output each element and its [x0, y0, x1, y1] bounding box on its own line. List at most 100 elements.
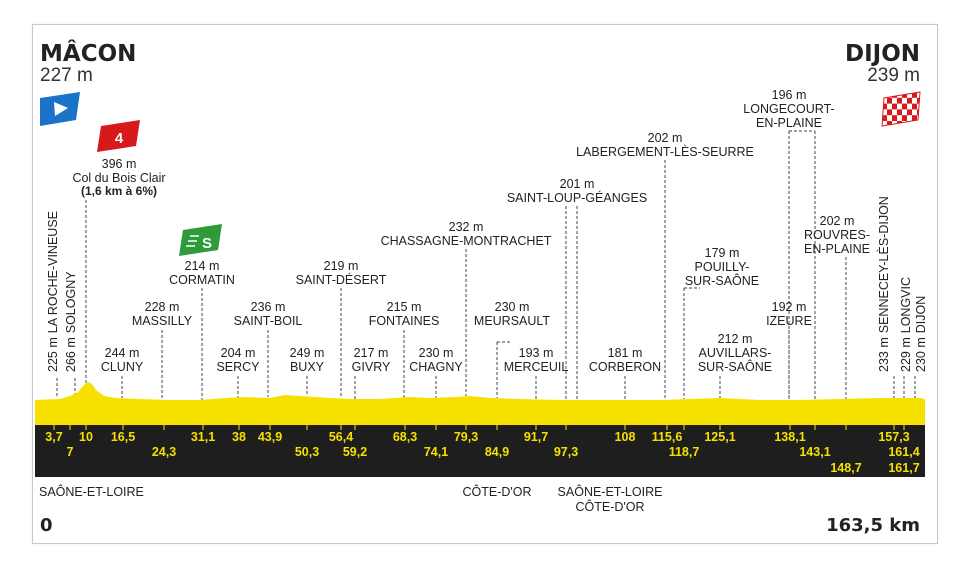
place-merceuil-alt: 193 m	[519, 346, 554, 360]
place-saintdesert-alt: 219 m	[324, 259, 359, 273]
place-sercy-alt: 204 m	[221, 346, 256, 360]
km-label: 59,2	[343, 445, 367, 459]
km-label: 143,1	[799, 445, 830, 459]
km-label: 115,6	[652, 430, 683, 444]
km-label: 3,7	[45, 430, 62, 444]
place-chassagne-alt: 232 m	[449, 220, 484, 234]
place-laroche-label: 225 mLA ROCHE-VINEUSE	[46, 211, 60, 372]
place-sercy-name: SERCY	[216, 360, 260, 374]
place-rouvres-name1: ROUVRES-	[804, 228, 870, 242]
start-altitude: 227 m	[40, 65, 93, 86]
km-label: 56,4	[329, 430, 353, 444]
place-buxy-alt: 249 m	[290, 346, 325, 360]
place-longecourt-name1: LONGECOURT-	[743, 102, 834, 116]
place-rouvres-alt: 202 m	[820, 214, 855, 228]
km-label: 97,3	[554, 445, 578, 459]
km-band	[35, 425, 925, 477]
place-cluny-name: CLUNY	[101, 360, 144, 374]
climb-name: Col du Bois Clair	[72, 171, 165, 185]
place-pouilly-name2: SUR-SAÔNE	[685, 273, 759, 288]
km-label: 118,7	[669, 445, 700, 459]
finish-town: DIJON	[845, 41, 920, 67]
place-givry-alt: 217 m	[354, 346, 389, 360]
place-massilly-name: MASSILLY	[132, 314, 193, 328]
place-izeure-alt: 192 m	[772, 300, 807, 314]
place-auvillars-alt: 212 m	[718, 332, 753, 346]
km-labels: 3,7 10 16,5 31,1 38 43,9 56,4 68,3 79,3 …	[45, 430, 919, 475]
dept-left: SAÔNE-ET-LOIRE	[39, 484, 144, 499]
km-label: 68,3	[393, 430, 417, 444]
place-labels: 225 mLA ROCHE-VINEUSE 266 mSOLOGNY 233 m…	[46, 88, 928, 374]
place-izeure-name: IZEURE	[766, 314, 812, 328]
start-flag-icon	[40, 92, 80, 126]
climb-detail: (1,6 km à 6%)	[81, 184, 157, 198]
km-label: 161,4	[888, 445, 919, 459]
km-label: 84,9	[485, 445, 509, 459]
km-label: 31,1	[191, 430, 215, 444]
km-label: 16,5	[111, 430, 135, 444]
km-label: 138,1	[774, 430, 805, 444]
start-km: 0	[40, 515, 53, 536]
km-label: 38	[232, 430, 246, 444]
place-givry-name: GIVRY	[352, 360, 391, 374]
place-chagny-name: CHAGNY	[409, 360, 463, 374]
place-pouilly-alt: 179 m	[705, 246, 740, 260]
place-meursault-name: MEURSAULT	[474, 314, 551, 328]
place-labergement-alt: 202 m	[648, 131, 683, 145]
km-label: 91,7	[524, 430, 548, 444]
profile-terrain	[35, 382, 925, 425]
place-merceuil-name: MERCEUIL	[504, 360, 569, 374]
km-label: 7	[67, 445, 74, 459]
place-cormatin-name: CORMATIN	[169, 273, 235, 287]
km-ticks	[53, 425, 905, 430]
place-corberon-name: CORBERON	[589, 360, 661, 374]
finish-checkered-icon	[881, 91, 921, 127]
place-dijon-label: 230 mDIJON	[914, 296, 928, 372]
place-rouvres-name2: EN-PLAINE	[804, 242, 870, 256]
place-corberon-alt: 181 m	[608, 346, 643, 360]
place-massilly-alt: 228 m	[145, 300, 180, 314]
km-label: 148,7	[830, 461, 861, 475]
place-saintboil-name: SAINT-BOIL	[234, 314, 303, 328]
place-longvic-label: 229 mLONGVIC	[899, 277, 913, 372]
sprint-s-icon: S	[179, 224, 222, 256]
km-label: 24,3	[152, 445, 176, 459]
place-saintloup-name: SAINT-LOUP-GÉANGES	[507, 190, 647, 205]
place-chagny-alt: 230 m	[419, 346, 454, 360]
finish-altitude: 239 m	[867, 65, 920, 86]
climb-cat-4-icon: 4	[97, 120, 140, 152]
place-sologny-label: 266 mSOLOGNY	[64, 271, 78, 372]
place-saintdesert-name: SAINT-DÉSERT	[296, 272, 387, 287]
place-buxy-name: BUXY	[290, 360, 325, 374]
place-labergement-name: LABERGEMENT-LÈS-SEURRE	[576, 144, 754, 159]
place-cluny-alt: 244 m	[105, 346, 140, 360]
place-longecourt-alt: 196 m	[772, 88, 807, 102]
place-fontaines-alt: 215 m	[387, 300, 422, 314]
place-sennecey-label: 233 mSENNECEY-LÈS-DIJON	[876, 196, 891, 372]
climb-altitude: 396 m	[102, 157, 137, 171]
km-label: 108	[615, 430, 636, 444]
place-cormatin-alt: 214 m	[185, 259, 220, 273]
dept-right-2: CÔTE-D'OR	[575, 499, 644, 514]
km-label: 43,9	[258, 430, 282, 444]
km-label: 157,3	[878, 430, 909, 444]
km-label: 10	[79, 430, 93, 444]
km-label: 74,1	[424, 445, 448, 459]
km-label: 79,3	[454, 430, 478, 444]
dept-right-1: SAÔNE-ET-LOIRE	[558, 484, 663, 499]
place-fontaines-name: FONTAINES	[369, 314, 440, 328]
leader-lines	[56, 130, 916, 400]
km-label: 50,3	[295, 445, 319, 459]
km-label: 125,1	[704, 430, 735, 444]
start-town: MÂCON	[40, 39, 136, 67]
km-label: 161,7	[888, 461, 919, 475]
sprint-text: S	[202, 235, 212, 252]
place-meursault-alt: 230 m	[495, 300, 530, 314]
finish-km: 163,5 km	[826, 515, 920, 536]
place-auvillars-name2: SUR-SAÔNE	[698, 359, 772, 374]
dept-middle: CÔTE-D'OR	[462, 484, 531, 499]
place-saintloup-alt: 201 m	[560, 177, 595, 191]
place-saintboil-alt: 236 m	[251, 300, 286, 314]
